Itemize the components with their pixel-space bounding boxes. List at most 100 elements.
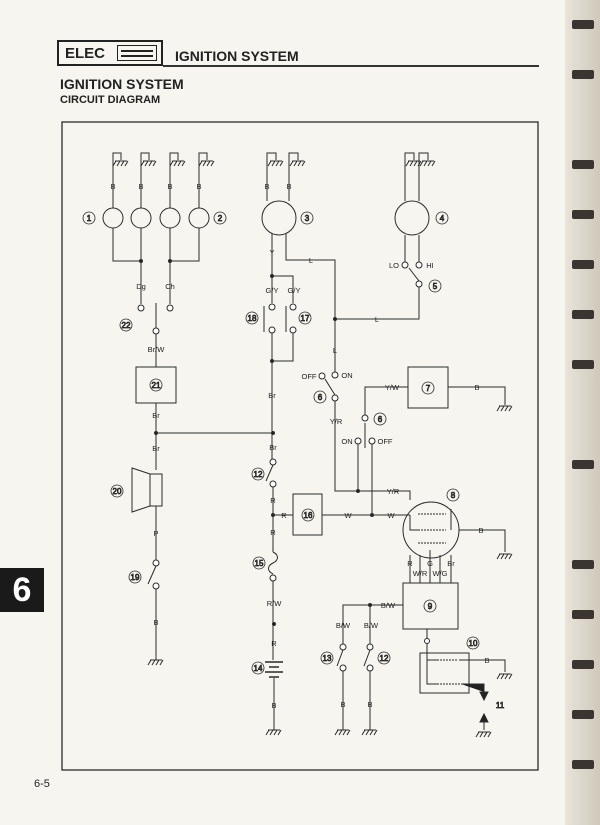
component-7-box [407,366,449,409]
electrical-icon [117,45,157,61]
svg-text:20: 20 [113,487,122,496]
page-title: IGNITION SYSTEM [60,76,184,92]
switch-position-labels: LO HI OFF ON ON OFF [302,261,434,446]
svg-text:R: R [270,528,276,537]
svg-text:B: B [474,383,479,392]
svg-text:Y/W: Y/W [385,383,400,392]
svg-text:22: 22 [122,321,131,330]
svg-text:11: 11 [496,701,505,710]
svg-text:14: 14 [254,664,263,673]
page-subtitle: CIRCUIT DIAGRAM [60,94,161,106]
svg-text:3: 3 [305,214,310,223]
svg-text:Y: Y [269,248,274,257]
svg-text:Dg: Dg [136,282,146,291]
svg-text:R: R [270,496,276,505]
svg-text:B: B [153,618,158,627]
svg-text:B: B [196,182,201,191]
svg-text:B: B [110,182,115,191]
svg-text:4: 4 [440,214,445,223]
svg-text:W/G: W/G [433,569,448,578]
svg-text:12: 12 [254,470,263,479]
svg-text:B: B [286,182,291,191]
svg-text:17: 17 [301,314,310,323]
fuse-icon [268,551,278,575]
svg-text:OFF: OFF [378,437,393,446]
component-21-box [135,366,177,404]
svg-text:18: 18 [248,314,257,323]
svg-text:R: R [281,511,287,520]
high-beam-column [318,152,513,517]
header-rule [163,65,539,67]
svg-text:9: 9 [428,602,433,611]
svg-text:W/R: W/R [413,569,428,578]
svg-text:Br: Br [268,391,276,400]
svg-text:B: B [367,700,372,709]
svg-text:1: 1 [87,214,92,223]
component-10-box [419,652,470,694]
indicator-bulbs [102,152,273,666]
chapter-tab: 6 [0,568,44,612]
svg-text:R: R [407,559,413,568]
svg-text:10: 10 [469,639,478,648]
svg-text:21: 21 [152,381,161,390]
section-badge: ELEC [57,40,163,66]
svg-text:B: B [271,701,276,710]
svg-text:LO: LO [389,261,399,270]
svg-text:B: B [264,182,269,191]
svg-text:15: 15 [255,559,264,568]
svg-text:G/Y: G/Y [266,286,279,295]
svg-text:Br: Br [269,443,277,452]
svg-text:G/Y: G/Y [288,286,301,295]
diagram-frame [61,121,539,771]
svg-text:7: 7 [426,384,431,393]
header-title: IGNITION SYSTEM [175,48,299,64]
svg-text:B: B [138,182,143,191]
ignition-unit [334,501,513,738]
svg-text:16: 16 [304,511,313,520]
svg-text:P: P [153,529,158,538]
svg-text:Br/W: Br/W [148,345,166,354]
battery-icon [265,661,283,678]
svg-text:2: 2 [218,214,223,223]
svg-text:Ch: Ch [165,282,175,291]
svg-text:B: B [478,526,483,535]
svg-text:Br: Br [447,559,455,568]
svg-text:W: W [387,511,395,520]
svg-text:B: B [340,700,345,709]
svg-text:HI: HI [426,261,434,270]
svg-text:L: L [309,256,313,265]
svg-text:G: G [427,559,433,568]
svg-text:L: L [333,346,337,355]
svg-text:B/W: B/W [381,601,396,610]
svg-text:ON: ON [341,437,352,446]
svg-text:OFF: OFF [302,372,317,381]
svg-text:B: B [484,656,489,665]
svg-text:Y/R: Y/R [330,417,343,426]
svg-text:Br: Br [152,444,160,453]
wire-labels: B B B B B B Dg Ch Br/W Br Br Y G/Y G/Y L… [110,182,489,710]
svg-text:R: R [271,639,277,648]
horn-icon [131,467,163,513]
svg-text:R/W: R/W [267,599,283,608]
spiral-binding [565,0,600,825]
svg-text:W: W [344,511,352,520]
svg-text:5: 5 [433,282,438,291]
svg-text:13: 13 [323,654,332,663]
component-numbers: 1 2 3 4 5 6 6 7 8 9 10 11 12 12 13 14 15… [82,211,505,710]
svg-text:12: 12 [380,654,389,663]
svg-text:ON: ON [341,371,352,380]
page-number: 6-5 [34,778,50,790]
svg-text:B/W: B/W [364,621,379,630]
section-label: ELEC [65,44,106,62]
neutral-indicator-column [261,152,336,736]
svg-text:Br: Br [152,411,160,420]
svg-text:Y/R: Y/R [387,487,400,496]
svg-text:8: 8 [451,491,456,500]
svg-text:6: 6 [318,393,323,402]
svg-text:6: 6 [378,415,383,424]
component-9-box [402,582,459,630]
svg-text:L: L [375,315,379,324]
svg-text:19: 19 [131,573,140,582]
